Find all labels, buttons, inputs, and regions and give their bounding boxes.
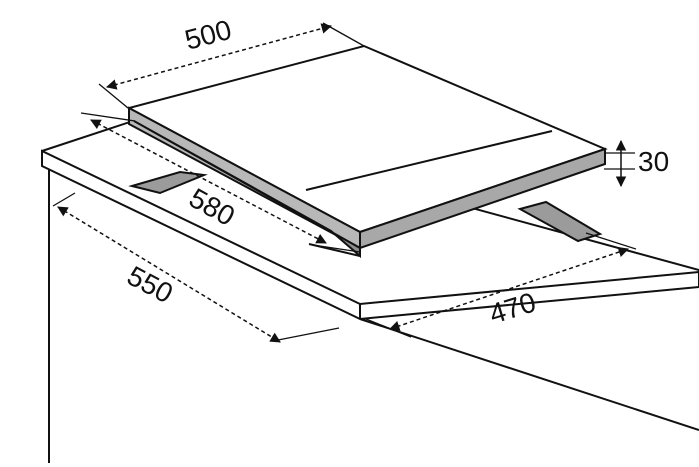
dimension-label-550: 550 bbox=[122, 260, 178, 309]
countertop-front-edge bbox=[359, 318, 699, 431]
hob-front-frame bbox=[359, 147, 606, 250]
hob-zone-line bbox=[305, 130, 553, 191]
dimension-label-500: 500 bbox=[182, 14, 235, 56]
dimension-lines bbox=[57, 23, 629, 343]
extension-500-left bbox=[98, 83, 129, 109]
dimension-580-line bbox=[90, 119, 327, 244]
dimension-550-line bbox=[57, 206, 281, 343]
extension-470-right bbox=[585, 232, 637, 250]
right-rail bbox=[517, 200, 603, 243]
extension-550-right bbox=[272, 327, 340, 342]
extension-580-left bbox=[80, 112, 136, 122]
extension-470-left bbox=[365, 318, 412, 338]
left-rail bbox=[128, 170, 208, 195]
extension-550-left bbox=[52, 192, 76, 207]
extension-lines bbox=[52, 22, 637, 342]
extension-580-right bbox=[312, 244, 361, 253]
extension-500-right bbox=[322, 22, 365, 47]
dimension-label-30: 30 bbox=[638, 146, 669, 177]
dimension-500-line bbox=[105, 23, 333, 90]
